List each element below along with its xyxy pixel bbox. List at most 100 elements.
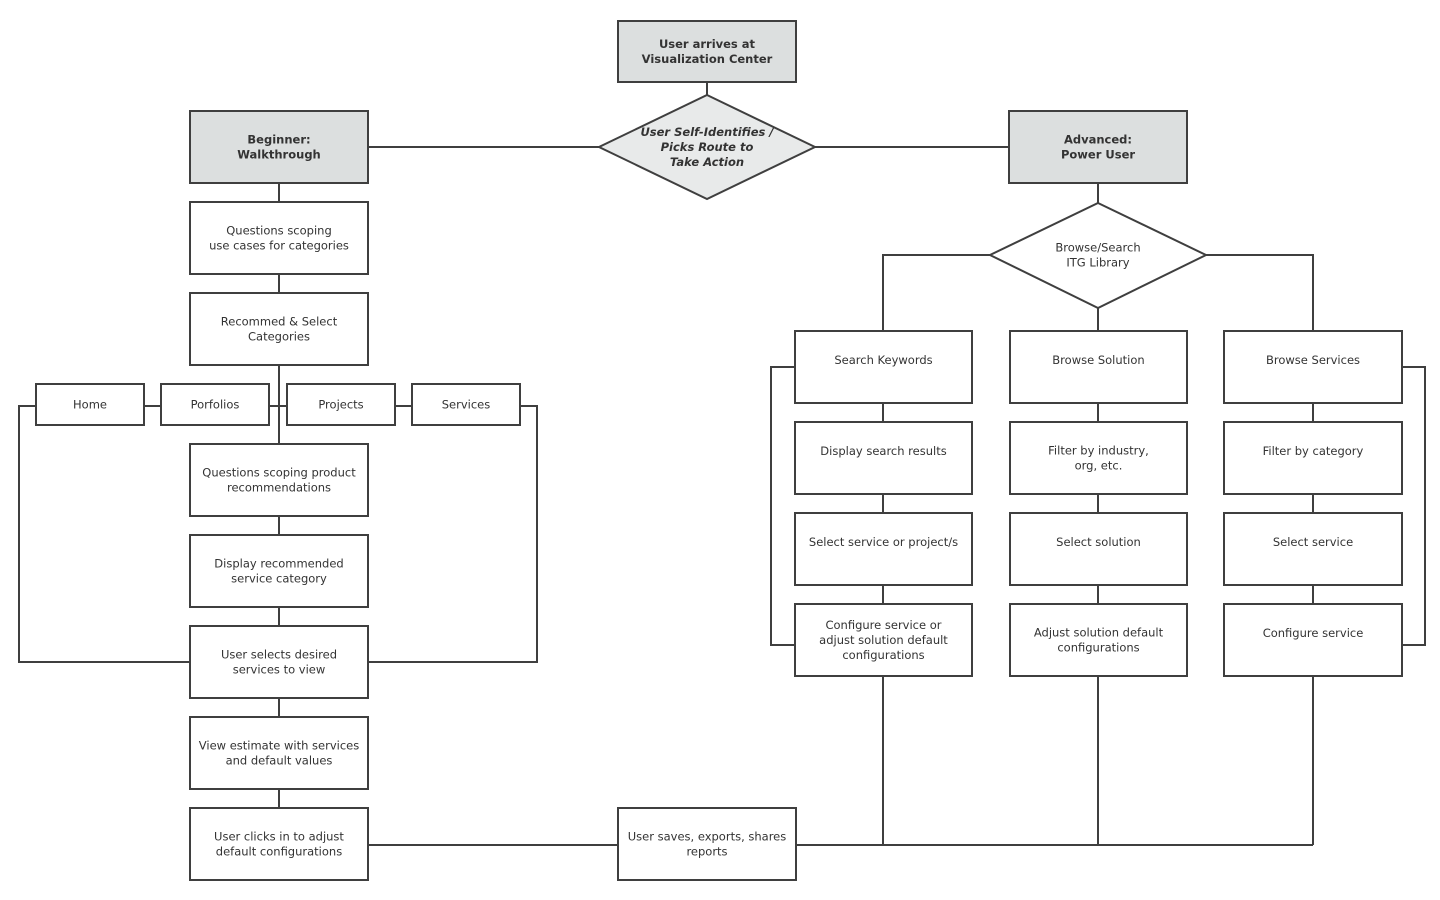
step-configure-service[interactable]: Configure service [1223,603,1403,677]
step-display-results-label: Display search results [820,444,946,458]
label-line: use cases for categories [209,239,349,253]
step-filter-category[interactable]: Filter by category [1223,421,1403,495]
label-line: configurations [842,648,924,662]
connector-service-loop [1402,366,1426,646]
label-line: Beginner: [247,133,310,147]
step-select-service[interactable]: Select service [1223,512,1403,586]
label-line: and default values [226,754,333,768]
step-filter-industry-label: Filter by industry,org, etc. [1048,444,1149,473]
step-display-results[interactable]: Display search results [794,421,973,495]
step-select-solution[interactable]: Select solution [1009,512,1188,586]
connector-loop-left [18,405,190,663]
label-line: services to view [233,663,326,677]
label-line: Recommed & Select [221,315,338,329]
label-line: Visualization Center [642,52,773,66]
nav-home[interactable]: Home [35,383,145,426]
step-browse-services[interactable]: Browse Services [1223,330,1403,404]
label-line: Browse/Search [1055,241,1140,255]
step-select-service-project-label: Select service or project/s [809,535,958,549]
label-line: default configurations [216,845,342,859]
advanced-node-label: Advanced:Power User [1061,133,1135,162]
label-line: Filter by industry, [1048,444,1149,458]
step-configure-service-label: Configure service [1263,626,1364,640]
nav-portfolios[interactable]: Porfolios [160,383,270,426]
label-line: Display recommended [214,557,343,571]
label-line: Select service or project/s [809,535,958,549]
label-line: User clicks in to adjust [214,830,344,844]
label-line: Browse Solution [1052,353,1144,367]
label-line: Categories [248,330,310,344]
label-line: recommendations [227,481,331,495]
label-line: Projects [318,398,363,412]
label-line: Porfolios [191,398,240,412]
nav-projects[interactable]: Projects [286,383,396,426]
label-line: Browse Services [1266,353,1360,367]
label-line: service category [231,572,327,586]
step-filter-industry[interactable]: Filter by industry,org, etc. [1009,421,1188,495]
nav-home-label: Home [73,398,107,412]
advanced-node[interactable]: Advanced:Power User [1008,110,1188,184]
connector-browse-left-branch [882,254,990,331]
step-browse-solution[interactable]: Browse Solution [1009,330,1188,404]
label-line: Configure service or [825,618,941,632]
beginner-node[interactable]: Beginner:Walkthrough [189,110,369,184]
step-select-service-label: Select service [1273,535,1353,549]
label-line: Adjust solution default [1034,626,1164,640]
label-line: Home [73,398,107,412]
label-line: Search Keywords [834,353,932,367]
step-filter-category-label: Filter by category [1263,444,1364,458]
step-browse-solution-label: Browse Solution [1052,353,1144,367]
label-line: View estimate with services [199,739,359,753]
connector-browse-right-branch [1206,254,1314,331]
step-select-service-project[interactable]: Select service or project/s [794,512,973,586]
nav-services[interactable]: Services [411,383,521,426]
label-line: User Self-Identifies / [640,125,774,139]
beginner-node-label: Beginner:Walkthrough [237,133,321,162]
label-line: Walkthrough [237,148,321,162]
label-line: Questions scoping [226,224,332,238]
label-line: org, etc. [1075,459,1123,473]
label-line: Advanced: [1064,133,1132,147]
label-line: Power User [1061,148,1135,162]
label-line: Take Action [670,155,744,169]
label-line: Picks Route to [661,140,754,154]
nav-services-label: Services [442,398,491,412]
step-search-keywords-label: Search Keywords [834,353,932,367]
label-line: User selects desired [221,648,337,662]
nav-portfolios-label: Porfolios [191,398,240,412]
connector-keyword-loop [770,366,795,646]
label-line: Display search results [820,444,946,458]
label-line: Select solution [1056,535,1141,549]
label-line: Configure service [1263,626,1364,640]
label-line: configurations [1057,641,1139,655]
label-line: adjust solution default [819,633,948,647]
connector-loop-right [368,405,538,663]
step-search-keywords[interactable]: Search Keywords [794,330,973,404]
